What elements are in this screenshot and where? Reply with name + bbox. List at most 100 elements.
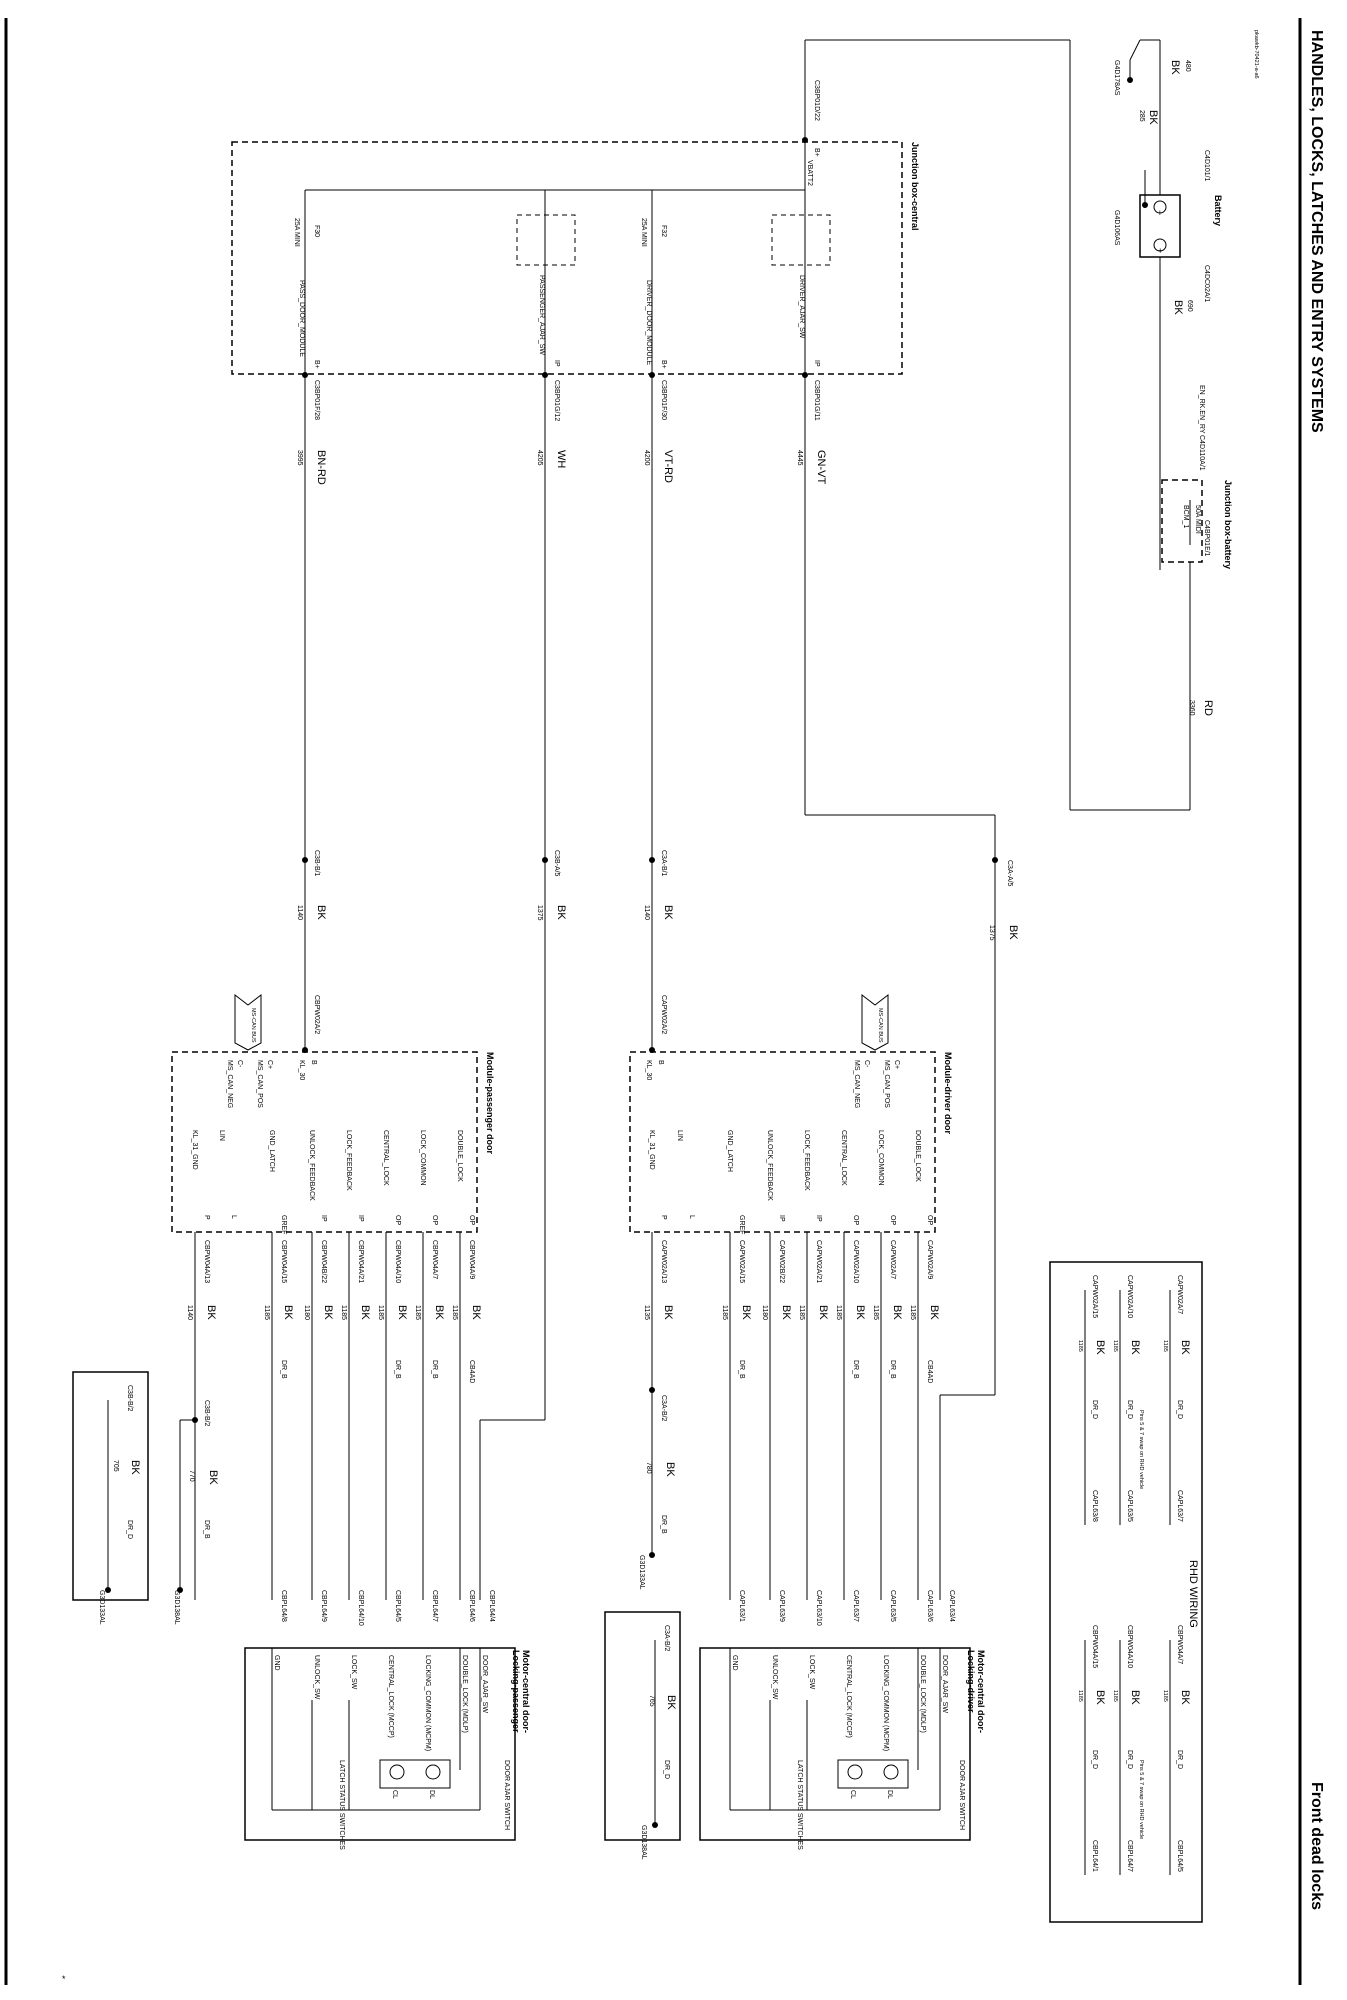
page-title: HANDLES, LOCKS, LATCHES AND ENTRY SYSTEM… xyxy=(1308,30,1325,433)
branch-2-name: PASSENGER_AJAR_SW xyxy=(538,275,545,355)
pass-pin-sig-5: GND_LATCH xyxy=(268,1130,275,1172)
junction-box-battery-box xyxy=(1161,479,1203,563)
connector-dots xyxy=(105,77,1148,1828)
rhd-right-to-2: CBPL64/1 xyxy=(1091,1840,1098,1872)
diagram-code: pkawkb-70421-a-a6 xyxy=(1253,30,1259,79)
passenger-motor-pins: CBPL64/4DOOR_AJAR_SWCBPL64/6DOUBLE_LOCK … xyxy=(273,1590,495,1751)
module-passenger-door-box xyxy=(171,1051,478,1233)
pass-pin-pin-7: P xyxy=(203,1215,210,1220)
driver-module-pins: DOUBLE_LOCKOPCAPW02A/9BK1185CB4ADLOCK_CO… xyxy=(643,1130,940,1383)
driver-can-bus-arrow xyxy=(861,993,889,1051)
rhd-left-col-2: BK xyxy=(1094,1340,1106,1355)
pass-motor-sig-3: CENTRAL_LOCK (MCCP) xyxy=(387,1655,394,1738)
branch-1-color: BN-RD xyxy=(315,450,327,485)
drv-pin-conn-1: CAPW02A/7 xyxy=(889,1240,896,1279)
passenger-can-bus-arrow xyxy=(234,993,262,1051)
pass-motor-sig-5: UNLOCK_SW xyxy=(313,1655,320,1700)
mod-pass-can: MS-CAN BUS xyxy=(250,1008,256,1043)
pass-motor-loop xyxy=(379,1759,451,1789)
drv-pin-col-0: BK xyxy=(928,1305,940,1320)
drv-motor-sig-0: DOOR_AJAR_SW xyxy=(941,1655,948,1713)
pass-pin-conn-7: CBPW04A/13 xyxy=(203,1240,210,1283)
drv-pin-pin-5: GREF xyxy=(738,1215,745,1234)
conn-capw02a2: CAPW02A/2 xyxy=(660,995,667,1034)
motor-pass-dl: DL xyxy=(428,1790,435,1799)
battery-minus-label: − xyxy=(1155,210,1165,215)
label-g4d106as: G4D106AS xyxy=(1113,210,1120,246)
pass-pin-conn-4: CBPW04B/22 xyxy=(320,1240,327,1283)
battery-plus-label: + xyxy=(1155,248,1165,253)
branch-3-color: VT-RD xyxy=(662,450,674,483)
drv-box-bk: BK xyxy=(665,1695,677,1710)
pass-pin-num-5: 1185 xyxy=(263,1305,270,1320)
rhd-right-to-0: CBPL64/5 xyxy=(1176,1840,1183,1872)
pass-motor-conn-5: CBPL64/9 xyxy=(320,1590,327,1622)
drv-motor-conn-6: CAPL63/1 xyxy=(738,1590,745,1622)
pass-motor-conn-6: CBPL64/8 xyxy=(280,1590,287,1622)
pass-pin-pin-0: OP xyxy=(468,1215,475,1225)
motor-driver-box xyxy=(699,1647,971,1841)
rhd-right-from-1: CBPW04A/10 xyxy=(1126,1625,1133,1668)
pass-bk-770: BK xyxy=(207,1470,219,1485)
pass-pin-num-0: 1185 xyxy=(451,1305,458,1320)
drv-pin-col-7: BK xyxy=(662,1305,674,1320)
drv-motor-sig-4: LOCK_SW xyxy=(808,1655,815,1690)
rhd-right-num-1: 1185 xyxy=(1112,1690,1118,1702)
pass-pin-col-1: BK xyxy=(433,1305,445,1320)
drv-pin-sig-2: CENTRAL_LOCK xyxy=(840,1130,847,1186)
pass-pin-col-7: BK xyxy=(205,1305,217,1320)
pass-pin-dr-0: CB4AD xyxy=(468,1360,475,1383)
label-bk-480: BK xyxy=(1169,60,1181,75)
pass-pin-pin-3: IP xyxy=(357,1215,364,1222)
branch-3-fuse: F32 xyxy=(660,225,667,237)
mod-drv-canpos: MS_CAN_POS xyxy=(883,1060,890,1108)
branch-2-num: 4205 xyxy=(536,450,543,466)
rhd-left-col-1: BK xyxy=(1129,1340,1141,1355)
mod-drv-cplus: C+ xyxy=(893,1060,900,1069)
drv-pin-pin-4: IP xyxy=(778,1215,785,1222)
rhd-left-num-2: 1185 xyxy=(1077,1340,1083,1352)
pass-pin-num-7: 1140 xyxy=(186,1305,193,1320)
drv-pin-col-3: BK xyxy=(817,1305,829,1320)
rhd-rows: CAPW02A/7BK1185DR_DCAPL63/7CAPW02A/10BK1… xyxy=(1077,1275,1191,1872)
motor-passenger-box xyxy=(244,1647,516,1841)
rhd-right-col-2: BK xyxy=(1094,1690,1106,1705)
pass-ground-box xyxy=(72,1371,149,1601)
rhd-note-right: Pins 5 & 7 swap on RHD vehicle xyxy=(1138,1760,1144,1839)
motor-pass-title-1: Motor-central door- xyxy=(521,1650,531,1733)
pass-1140: 1140 xyxy=(296,905,303,920)
pass-motor-conn-3: CBPL64/5 xyxy=(394,1590,401,1622)
mod-pass-kl30: KL_30 xyxy=(298,1060,305,1080)
drv-motor-sig-1: DOUBLE_LOCK (MDLP) xyxy=(919,1655,926,1733)
pass-pin-sig-0: DOUBLE_LOCK xyxy=(456,1130,463,1182)
rhd-right-from-0: CBPW04A/7 xyxy=(1176,1625,1183,1664)
pass-pin-conn-1: CBPW04A/7 xyxy=(431,1240,438,1279)
label-690: 690 xyxy=(1186,300,1193,312)
motor-pass-cl: CL xyxy=(391,1790,398,1799)
drv-pin-num-3: 1185 xyxy=(798,1305,805,1320)
rhd-right-from-2: CBPW04A/15 xyxy=(1091,1625,1098,1668)
pass-c3bb2: C3B-B/2 xyxy=(203,1400,210,1427)
branch-3-rating: 25A MINI xyxy=(640,218,647,247)
pass-pin-num-4: 1180 xyxy=(303,1305,310,1320)
drv-pin-col-1: BK xyxy=(891,1305,903,1320)
label-vbatt2: VBATT2 xyxy=(806,160,813,186)
rhd-wiring-box xyxy=(1049,1261,1203,1923)
drv-pin-sig-0: DOUBLE_LOCK xyxy=(914,1130,921,1182)
pass-motor-sig-2: LOCKING_COMMON (MCPM) xyxy=(424,1655,431,1751)
drv-motor-conn-5: CAPL63/9 xyxy=(778,1590,785,1622)
rhd-left-from-1: CAPW02A/10 xyxy=(1126,1275,1133,1318)
pass-g3d138al: G3D138AL xyxy=(173,1590,180,1625)
drv-pin-col-2: BK xyxy=(854,1305,866,1320)
pass-pin-num-1: 1185 xyxy=(414,1305,421,1320)
label-bk-690: BK xyxy=(1172,300,1184,315)
mod-pass-cplus: C+ xyxy=(266,1060,273,1069)
rhd-left-from-2: CAPW02A/15 xyxy=(1091,1275,1098,1318)
branch-1-name: PASS_DOOR_MODULE xyxy=(298,280,305,357)
drv-pin-sig-7: KL_31_GND xyxy=(648,1130,655,1170)
drv-pin-num-1: 1185 xyxy=(872,1305,879,1320)
rhd-right-num-2: 1185 xyxy=(1077,1690,1083,1702)
label-285: 285 xyxy=(1138,110,1145,122)
pass-pin-dr-1: DR_B xyxy=(431,1360,438,1379)
